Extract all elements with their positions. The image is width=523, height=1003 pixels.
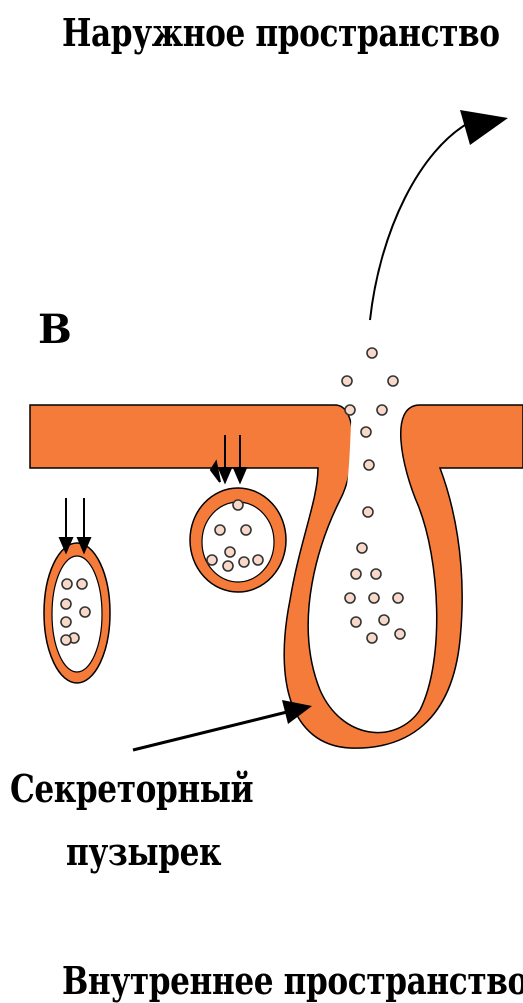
granule <box>364 460 374 470</box>
granule <box>215 525 225 535</box>
granule <box>371 569 381 579</box>
free-vesicle <box>44 543 110 683</box>
granule <box>395 629 405 639</box>
granule <box>225 547 235 557</box>
granule <box>345 593 355 603</box>
granule <box>80 607 90 617</box>
granule <box>388 376 398 386</box>
granule <box>345 405 355 415</box>
granule <box>207 555 217 565</box>
granule <box>253 555 263 565</box>
granule <box>223 561 233 571</box>
inner-space-label: Внутреннее пространство <box>62 962 523 1000</box>
granule <box>393 593 403 603</box>
vesicle-pointer-line <box>133 712 287 750</box>
secretion-arrow <box>370 122 470 320</box>
granule <box>239 557 249 567</box>
granule <box>357 543 367 553</box>
granule <box>61 599 71 609</box>
granule <box>241 525 251 535</box>
secretory-vesicle-label-line1: Секреторный <box>10 770 253 808</box>
granule <box>361 427 371 437</box>
secretory-vesicle-label-line2: пузырек <box>66 833 221 871</box>
granule <box>379 615 389 625</box>
granule <box>351 569 361 579</box>
granule <box>351 617 361 627</box>
granule <box>363 507 373 517</box>
granule <box>377 405 387 415</box>
granule <box>61 635 71 645</box>
granule <box>367 348 377 358</box>
granule <box>62 579 72 589</box>
granule <box>77 579 87 589</box>
granule <box>367 633 377 643</box>
outer-space-label: Наружное пространство <box>62 14 500 52</box>
granule <box>61 617 71 627</box>
granule <box>342 376 352 386</box>
secretion-arrow-head <box>460 110 508 145</box>
granule <box>233 500 243 510</box>
granule <box>369 593 379 603</box>
panel-letter: В <box>38 310 71 350</box>
